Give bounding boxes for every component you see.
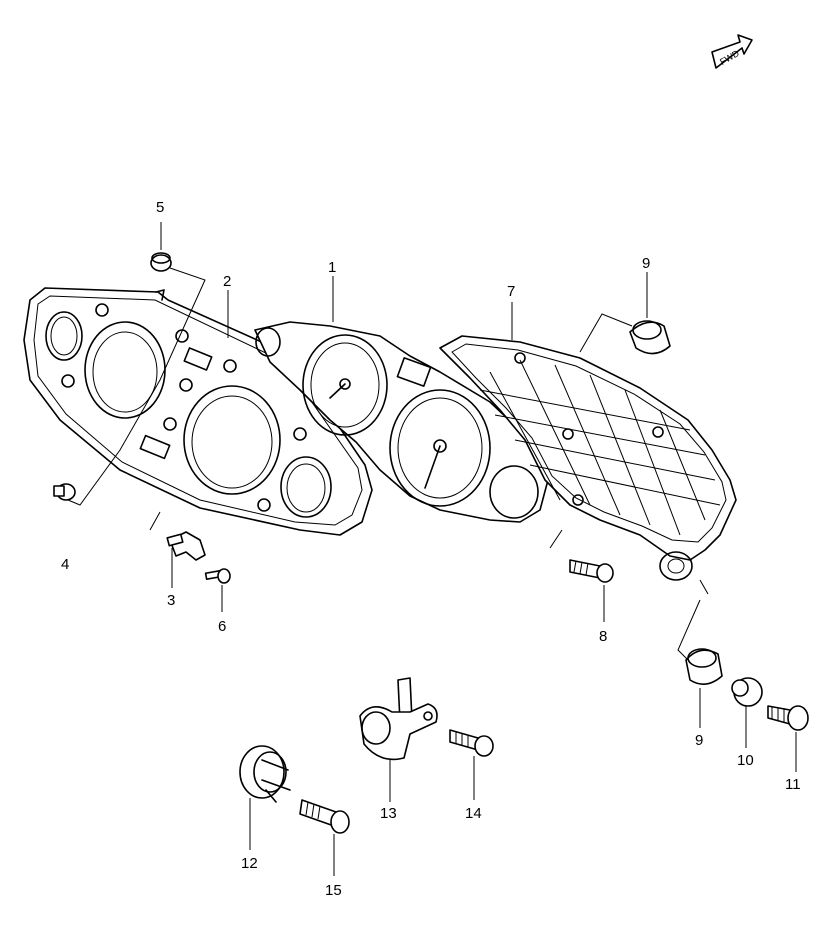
part-14-bolt (449, 729, 494, 757)
callout-11: 11 (785, 776, 801, 793)
part-3-bracket (166, 531, 206, 561)
callout-3: 3 (167, 592, 175, 609)
leader-lines (67, 222, 797, 876)
part-13-sensor (359, 677, 438, 761)
part-2-meter-case (23, 287, 373, 536)
part-11-bolt (767, 705, 809, 731)
callout-12: 12 (241, 855, 258, 872)
part-12-socket (239, 745, 291, 803)
callout-4: 4 (61, 556, 69, 573)
callout-8: 8 (599, 628, 607, 645)
callout-6: 6 (218, 618, 226, 635)
callout-15: 15 (325, 882, 342, 899)
part-10-collar (731, 677, 763, 707)
callout-5: 5 (156, 199, 164, 216)
part-7-rear-cover (439, 335, 737, 581)
callout-numbers: 1 2 3 4 5 6 7 8 9 9 10 11 12 13 14 15 (61, 199, 801, 899)
part-15-screw (299, 799, 350, 834)
callout-9-bottom: 9 (695, 732, 703, 749)
callout-2: 2 (223, 273, 231, 290)
callout-14: 14 (465, 805, 482, 822)
part-9-cushion-bottom (685, 648, 723, 685)
callout-7: 7 (507, 283, 515, 300)
callout-13: 13 (380, 805, 397, 822)
part-1-meter-assembly (254, 321, 549, 523)
fwd-direction-arrow: FWD (711, 34, 753, 69)
part-4-grommet (53, 483, 76, 501)
callout-1: 1 (328, 259, 336, 276)
part-6-screw (204, 568, 231, 584)
part-9-cushion-top (629, 320, 671, 355)
callout-10: 10 (737, 752, 754, 769)
callout-9-top: 9 (642, 255, 650, 272)
part-8-screw (569, 559, 614, 583)
part-5-grommet (150, 252, 172, 272)
